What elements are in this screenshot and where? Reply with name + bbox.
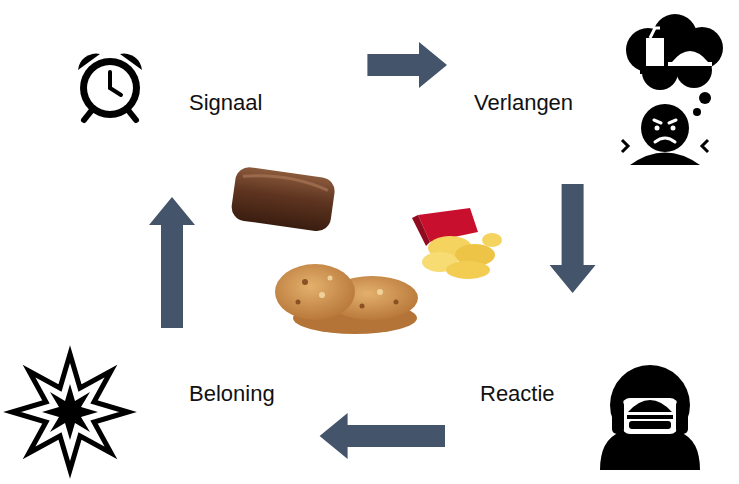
bag-edge [412,215,430,246]
cookie-nut [319,292,325,298]
eye [655,126,660,131]
cycle-arrow [550,184,596,293]
person-body [600,432,700,470]
cookie-crumb [302,279,308,285]
stage-label: Signaal [184,87,267,119]
cookie [275,264,355,320]
frown [655,138,675,142]
burger-bun [628,400,672,412]
stage-label: Reactie [475,378,560,410]
chips-bag [412,208,502,279]
bar-highlight [243,172,329,190]
person-head [610,365,690,445]
chip [446,261,490,279]
clock-leg [84,110,92,120]
eating-person-icon [600,365,700,470]
hands-outline [622,398,678,434]
dish-icon [672,51,708,62]
chocolate-bar [230,165,337,232]
plate-icon [668,62,712,66]
eyebrow [654,120,661,123]
cookie-crumb [394,300,399,305]
cookie-crumb [360,304,365,309]
alarm-clock-icon [78,54,142,120]
stage-label: Beloning [184,378,280,410]
clock-face [87,65,133,111]
hand [612,400,624,434]
cookie-nut [328,276,333,281]
cycle-arrow [149,197,195,328]
stage-name: Verlangen [474,90,573,116]
cookie-crumb [296,300,301,305]
stage-name: Signaal [189,90,262,116]
star-outline [12,354,128,470]
clock-hand [110,88,121,95]
clock-body [80,58,140,118]
clock-hand [108,72,112,88]
burger-bun [629,421,671,429]
cookies [275,264,418,334]
cycle-arrow [320,413,445,459]
eyebrow [669,120,676,123]
eye [671,126,676,131]
shake-mark [622,140,628,152]
cup-icon [646,38,664,66]
reward-starburst [12,354,128,470]
sad-face-head [641,104,689,152]
stage-name: Beloning [189,381,275,407]
shake-mark [702,140,708,152]
thought-dot [693,108,701,116]
star-core [42,384,98,440]
bar-body [230,165,337,232]
hand [676,400,688,434]
clock-leg [128,110,136,120]
stage-label: Verlangen [469,87,578,119]
craving-icon [622,14,723,165]
stage-name: Reactie [480,381,555,407]
cookie-nut [377,289,383,295]
straw-icon [650,28,660,38]
cycle-arrow [367,42,447,88]
thought-cloud [626,14,723,90]
shoulders [630,153,700,166]
thought-dot [699,92,711,104]
chip [482,233,502,247]
burger-filling [627,415,673,419]
